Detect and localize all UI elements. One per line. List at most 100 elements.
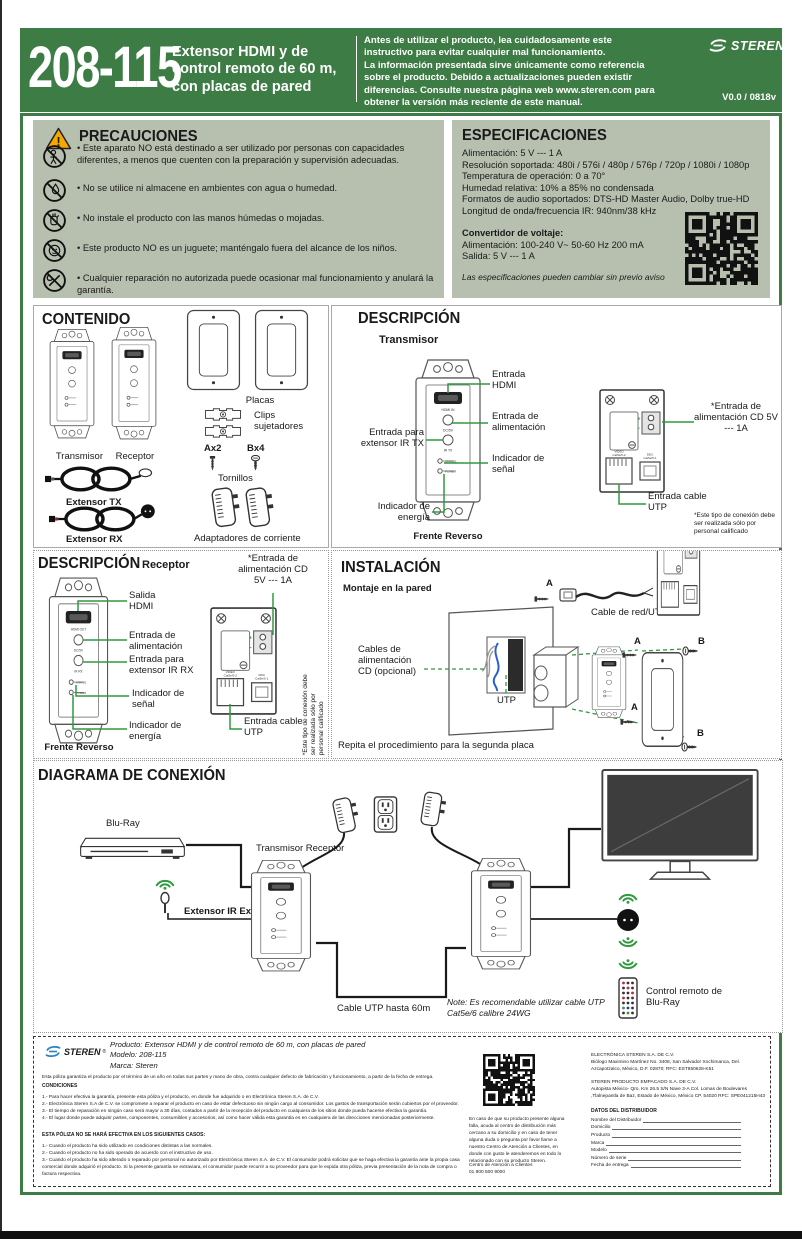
distributor-field: Fecha de entrega <box>591 1161 741 1169</box>
transmitter-receiver-label: Transmisor Receptor <box>55 451 155 462</box>
diagram-title: DIAGRAMA DE CONEXIÓN <box>38 767 226 784</box>
screw-a-illustration <box>209 455 216 471</box>
callout-hdmi-out: Salida HDMI <box>129 590 156 612</box>
notice-line-1: Antes de utilizar el producto, lea cuida… <box>364 35 612 59</box>
svg-text:DC/5V: DC/5V <box>74 649 84 653</box>
warranty-condition: 2.- Electrónica Steren S.A de C.V. se co… <box>42 1102 459 1108</box>
svg-text:+: + <box>249 636 252 642</box>
warranty-condition: 3.- El tiempo de reparación en ningún ca… <box>42 1109 428 1115</box>
screw-b-icon <box>682 743 698 752</box>
spec-note: Las especificaciones pueden cambiar sin … <box>462 272 665 282</box>
screw-a-label: A <box>631 702 638 713</box>
callout-utp-in: Entrada cable UTP <box>648 491 707 513</box>
company-1-address: Biólogo Maximino Martínez No. 3408, San … <box>591 1059 741 1072</box>
utp-note: Note: Es recomendable utilizar cable UTP… <box>447 997 605 1018</box>
warranty-product-block: Producto: Extensor HDMI y de control rem… <box>110 1040 365 1071</box>
transmitter-front-illustration <box>46 328 98 440</box>
not-a-toy-icon <box>43 239 66 262</box>
product-title: Extensor HDMI y de control remoto de 60 … <box>172 44 337 95</box>
installation-title: INSTALACIÓN <box>341 559 441 576</box>
converter-title: Convertidor de voltaje: <box>462 228 564 238</box>
warranty-model: Modelo: 208-115 <box>110 1050 167 1060</box>
spec-line: Temperatura de operación: 0 a 70° <box>462 171 606 182</box>
precaution-item: • No instale el producto con las manos h… <box>77 213 325 223</box>
warranty-intro: Esta póliza garantiza el producto por el… <box>42 1075 434 1080</box>
steren-footer-logo: STEREN ® <box>44 1045 106 1058</box>
ir-extender-tx-illustration <box>44 462 154 496</box>
company-2-name: STEREN PRODUCTO EMPACADO S.A. DE C.V. <box>591 1079 697 1085</box>
transmitter-front-diagram: HDMI IN DC/5V IR TX STATUS POWER <box>410 358 486 523</box>
distributor-title: DATOS DEL DISTRIBUIDOR <box>591 1107 657 1114</box>
precaution-item: • Este producto NO es un juguete; mantén… <box>77 243 398 253</box>
description-tx-title: DESCRIPCIÓN <box>358 310 461 327</box>
spec-line: Humedad relativa: 10% a 85% no condensad… <box>462 182 654 193</box>
page-bottom-bar <box>0 1231 802 1239</box>
company-2-address: Autopista México- Qro. Km 26.5 S/N Nave … <box>591 1086 766 1099</box>
specifications-title: ESPECIFICACIONES <box>462 127 607 144</box>
registered-mark: ® <box>102 1048 107 1055</box>
outlet-illustration <box>373 796 398 833</box>
ir-signal-icon <box>154 873 176 890</box>
wall-plate-illustration <box>186 309 241 391</box>
converter-line: Salida: 5 V --- 1 A <box>462 251 535 261</box>
svg-text:DC/5V: DC/5V <box>443 429 454 433</box>
screw-a-label: A <box>634 636 641 647</box>
svg-text:DDC: DDC <box>647 453 654 457</box>
power-adapter-illustration <box>329 792 363 837</box>
svg-text:IR TX: IR TX <box>444 449 453 453</box>
screw-b-label: B <box>697 728 704 739</box>
screw-a-icon <box>534 596 550 603</box>
warranty-terms: Esta póliza garantiza el producto por el… <box>42 1075 462 1179</box>
steren-logo-text: STEREN <box>731 38 785 53</box>
screw-b-label: B <box>698 636 705 647</box>
warranty-condition: 4.- El lugar donde puede adquirir partes… <box>42 1116 435 1122</box>
svg-text:HDMI OUT: HDMI OUT <box>71 627 86 631</box>
utp-60m-label: Cable UTP hasta 60m <box>337 1003 431 1014</box>
ir-extender-rx-illustration <box>42 502 164 536</box>
qualified-personnel-note-vertical: *Este tipo de conexión debe ser realizad… <box>301 674 326 756</box>
screw-a-qty-label: Ax2 <box>204 443 222 454</box>
specifications-panel: ESPECIFICACIONES Alimentación: 5 V --- 1… <box>452 120 770 298</box>
clips-label: Clips sujetadores <box>254 410 304 432</box>
notice-line-2: La información presentada sirve únicamen… <box>364 59 655 109</box>
screw-b-icon <box>683 647 699 656</box>
ir-extender-tx-label: Extensor TX <box>66 497 122 508</box>
svg-text:DDC: DDC <box>258 673 265 677</box>
page-left-edge <box>0 0 2 1239</box>
partial-device-illustration <box>656 550 701 617</box>
warranty-void-item: 2.- Cuando el producto no ha sido operad… <box>42 1150 213 1156</box>
power-adapter-illustration <box>418 787 449 829</box>
power-adapter-illustration <box>243 481 277 530</box>
svg-text:-: - <box>638 426 640 432</box>
no-wet-hands-icon <box>43 209 66 232</box>
svg-text:Cat5e/5-1: Cat5e/5-1 <box>255 677 269 681</box>
spec-lines: Alimentación: 5 V --- 1 A Resolución sop… <box>462 148 762 218</box>
callout-signal-led: Indicador de señal <box>132 688 185 710</box>
description-receiver-panel: DESCRIPCIÓN Receptor HDMI OUT DC/5V IR R… <box>33 550 329 759</box>
remote-illustration <box>618 977 638 1019</box>
warranty-condition: 1.- Para hacer efectiva la garantía, pre… <box>42 1095 319 1101</box>
utp-label: UTP <box>497 695 516 706</box>
steren-footer-logo-icon <box>45 1045 61 1058</box>
repeat-procedure-note: Repita el procedimiento para la segunda … <box>338 740 534 751</box>
svg-text:Cat5e/5-2: Cat5e/5-2 <box>224 674 238 678</box>
company-1-name: ELECTRÓNICA STEREN S.A. DE C.V. <box>591 1053 675 1058</box>
receiver-reverse-diagram: + - VIDEO Cat5e/5-2 DDC Cat5e/5-1 <box>209 606 278 716</box>
steren-logo: STEREN <box>708 38 785 53</box>
ir-extender-label: Extensor IR Extensor IR <box>184 906 293 917</box>
warranty-panel: STEREN ® Producto: Extensor HDMI y de co… <box>33 1036 771 1187</box>
screw-b-illustration <box>251 455 260 471</box>
precaution-item: • Este aparato NO está destinado a ser u… <box>77 143 405 165</box>
steren-footer-logo-text: STEREN <box>64 1046 101 1057</box>
support-phone: 01 800 500 9000 <box>469 1170 506 1175</box>
clip-illustration <box>201 424 245 438</box>
connection-diagram-panel: DIAGRAMA DE CONEXIÓN Blu-Ray Extensor IR… <box>33 760 783 1033</box>
svg-text:Cat5e/5-1: Cat5e/5-1 <box>643 456 657 460</box>
svg-text:+: + <box>638 417 641 423</box>
contents-panel: CONTENIDO Transmisor Receptor Placas Cli… <box>33 305 329 548</box>
description-rx-title: DESCRIPCIÓN <box>38 555 141 572</box>
cover-plate-illustration <box>641 651 684 748</box>
tv-illustration <box>601 769 759 887</box>
contents-title: CONTENIDO <box>42 311 131 328</box>
